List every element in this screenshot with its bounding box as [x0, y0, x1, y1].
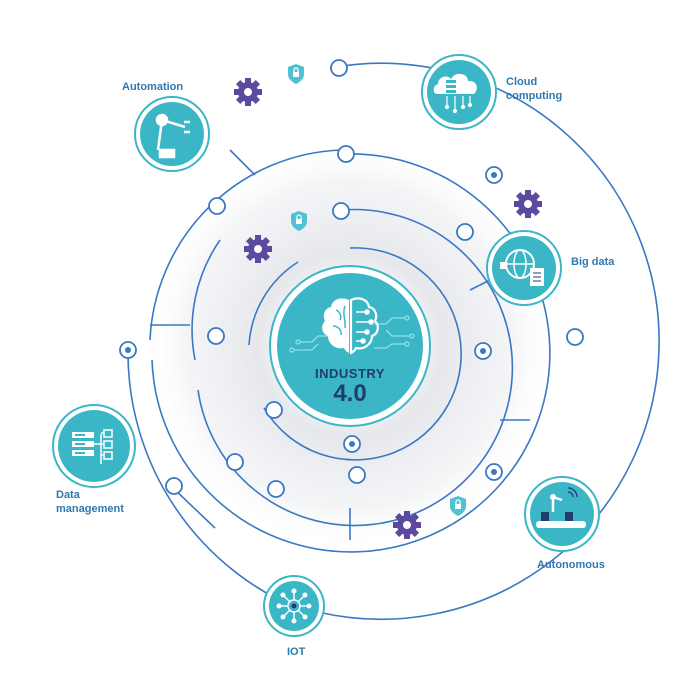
target-dot	[119, 341, 137, 359]
label-automation: Automation	[122, 81, 184, 93]
orbit-dot	[332, 202, 350, 220]
orbit-dots	[165, 59, 584, 498]
orbit-dot	[265, 401, 283, 419]
ring-2-left	[149, 149, 341, 341]
shield-lock-icon	[291, 211, 307, 231]
orbit-dot	[337, 145, 355, 163]
circuit-traces	[289, 315, 415, 353]
ring-3	[197, 208, 514, 527]
brain-icon	[322, 297, 379, 355]
shield-lock-icon	[288, 64, 304, 84]
orbit-target-dots	[119, 166, 503, 481]
center-hub	[269, 265, 431, 427]
label-data-management-line1: Data	[56, 489, 80, 501]
orbit-rings	[127, 62, 660, 621]
orbit-dot	[456, 223, 474, 241]
outer-ring-left	[127, 349, 307, 613]
globe-document-icon	[500, 249, 544, 286]
label-iot: IOT	[287, 646, 306, 658]
label-cloud-computing-line1: Cloud	[506, 76, 538, 88]
target-dot	[474, 342, 492, 360]
label-data-management: Data management	[56, 488, 124, 516]
cloud-server-icon	[433, 73, 477, 114]
orbit-dot	[226, 453, 244, 471]
node-data-management	[52, 404, 136, 488]
shields	[288, 64, 466, 516]
connector	[229, 149, 256, 176]
center-subtitle: 4.0	[333, 380, 367, 407]
ring-3-left	[191, 239, 221, 361]
target-dot	[343, 435, 361, 453]
gear-icon	[393, 511, 421, 539]
orbit-dot	[330, 59, 348, 77]
gear-icon	[244, 235, 272, 263]
gear-icon	[234, 78, 262, 106]
shield-lock-icon	[450, 496, 466, 516]
conveyor-robot-icon	[536, 487, 586, 528]
orbit-dot	[165, 477, 183, 495]
center-title: INDUSTRY	[315, 366, 385, 381]
node-big-data	[486, 230, 562, 306]
orbit-dot	[566, 328, 584, 346]
orbit-dot	[207, 327, 225, 345]
ring-2	[151, 153, 551, 553]
server-network-icon	[72, 429, 113, 464]
ring-4-left	[248, 261, 299, 346]
iot-hub-icon	[276, 588, 312, 624]
node-iot	[263, 575, 325, 637]
orbit-dot	[208, 197, 226, 215]
target-dot	[485, 463, 503, 481]
ring-4	[263, 247, 462, 461]
label-cloud-computing-line2: computing	[506, 90, 563, 102]
connector	[171, 486, 216, 529]
orbit-dot	[267, 480, 285, 498]
target-dot	[485, 166, 503, 184]
label-autonomous: Autonomous	[537, 559, 605, 571]
label-cloud-computing: Cloud computing	[506, 75, 562, 103]
label-big-data: Big data	[571, 256, 615, 268]
node-automation	[134, 96, 210, 172]
label-data-management-line2: management	[56, 503, 124, 515]
orbit-dot	[348, 466, 366, 484]
node-autonomous	[524, 476, 600, 552]
node-cloud-computing	[421, 54, 497, 130]
gear-icon	[514, 190, 542, 218]
robot-arm-icon	[155, 113, 190, 159]
gears	[234, 78, 542, 539]
